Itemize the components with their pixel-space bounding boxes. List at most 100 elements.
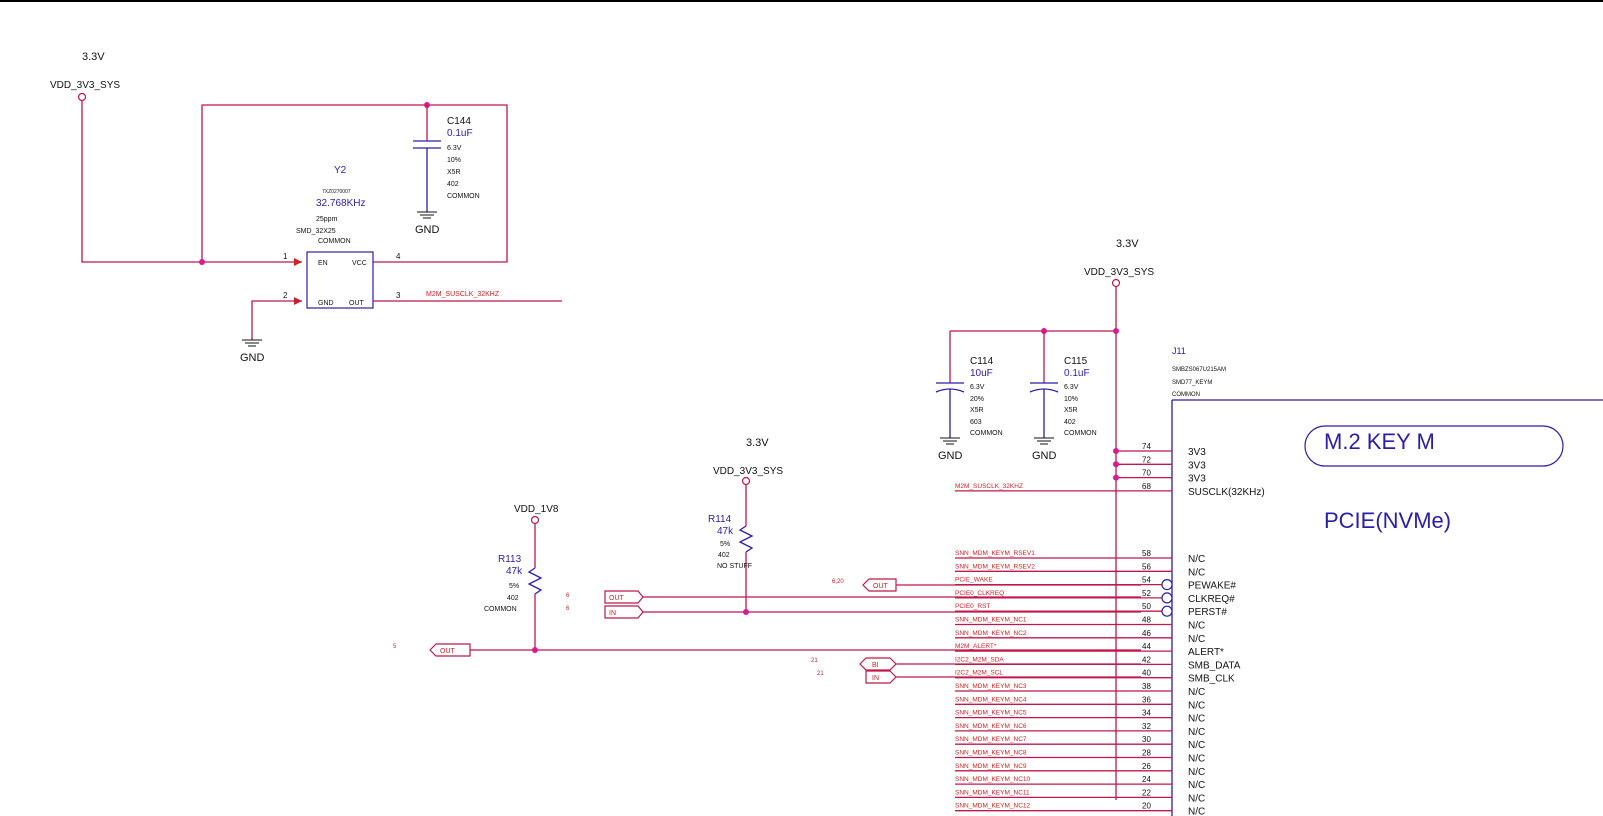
offpage-direction: IN bbox=[872, 675, 879, 682]
component-ref: C115 bbox=[1064, 356, 1088, 367]
component-tolerance: 10% bbox=[447, 157, 461, 164]
pin-name: 3V3 bbox=[1188, 447, 1206, 458]
component-value: 0.1uF bbox=[447, 128, 473, 139]
crystal-y2: Y2 7XZ0270007 32.768KHz 25ppm SMD_32X25 … bbox=[283, 165, 401, 309]
pin-number: 46 bbox=[1142, 629, 1151, 638]
pin-name: PERST# bbox=[1188, 607, 1227, 618]
inversion-bubble bbox=[1161, 605, 1173, 617]
offpage-wake: OUT 6,20 bbox=[832, 578, 897, 592]
ground-symbol: GND bbox=[240, 339, 265, 364]
component-ref: C114 bbox=[970, 356, 994, 367]
pin-name: CLKREQ# bbox=[1188, 594, 1235, 605]
component-note: COMMON bbox=[970, 430, 1003, 437]
ground-symbol: GND bbox=[938, 437, 963, 462]
offpage-direction: OUT bbox=[873, 583, 889, 590]
offpage-direction: OUT bbox=[609, 595, 625, 602]
ground-label: GND bbox=[938, 450, 963, 462]
connector-j11: J11 SMBZS067U215AM SMD77_KEYM COMMON M.2… bbox=[1171, 346, 1603, 816]
component-tolerance: 10% bbox=[1064, 396, 1078, 403]
pin-arrow bbox=[294, 258, 302, 266]
ground-label: GND bbox=[240, 352, 265, 364]
pin-name: N/C bbox=[1188, 700, 1205, 711]
pin-name: N/C bbox=[1188, 780, 1205, 791]
component-tolerance: 25ppm bbox=[316, 216, 338, 223]
ground-label: GND bbox=[1032, 450, 1057, 462]
pin-name: SUSCLK(32KHz) bbox=[1188, 487, 1265, 498]
wire-vcc-loop bbox=[201, 104, 508, 263]
offpage-in-b: IN 21 bbox=[817, 670, 897, 684]
net-label: SNN_MDM_KEYM_NC4 bbox=[955, 696, 1027, 703]
junction bbox=[199, 259, 205, 265]
pin-number: 4 bbox=[396, 252, 401, 261]
offpage-sheet-ref: 6 bbox=[566, 593, 570, 599]
capacitor-c114: C114 10uF 6.3V 20% X5R 603 COMMON GND bbox=[935, 331, 1003, 462]
pin-number: 74 bbox=[1142, 442, 1151, 451]
component-voltage: 6.3V bbox=[447, 145, 462, 152]
component-dielectric: X5R bbox=[447, 169, 461, 176]
net-label: I2C2_M2M_SCL bbox=[955, 670, 1003, 677]
pin-number: 54 bbox=[1142, 576, 1151, 585]
component-voltage: 6.3V bbox=[970, 384, 985, 391]
rail-net-label: VDD_3V3_SYS bbox=[50, 80, 120, 91]
resistor-zigzag bbox=[527, 567, 543, 595]
pin-number: 38 bbox=[1142, 682, 1151, 691]
pin-number: 56 bbox=[1142, 562, 1151, 571]
junction bbox=[1113, 474, 1119, 481]
pin-name: N/C bbox=[1188, 554, 1205, 565]
net-label: SNN_MDM_KEYM_NC3 bbox=[955, 683, 1027, 690]
inversion-bubble bbox=[1161, 592, 1173, 604]
component-package: 402 bbox=[1064, 419, 1076, 426]
pin-name: ALERT* bbox=[1188, 647, 1224, 658]
component-package: SMD77_KEYM bbox=[1172, 380, 1212, 386]
pin-number: 22 bbox=[1142, 788, 1151, 797]
pin-name: EN bbox=[318, 260, 328, 267]
rail-voltage-label: 3.3V bbox=[1116, 238, 1139, 250]
component-package: 402 bbox=[718, 552, 730, 559]
net-label: M2M_SUSCLK_32KHZ bbox=[426, 291, 500, 298]
capacitor-c115: C115 0.1uF 6.3V 10% X5R 402 COMMON GND bbox=[1029, 331, 1097, 462]
pin-number: 36 bbox=[1142, 695, 1151, 704]
resistor-r114: 3.3V VDD_3V3_SYS R114 47k 5% 402 NO STUF… bbox=[708, 437, 783, 612]
pin-name: N/C bbox=[1188, 740, 1205, 751]
pin-number: 30 bbox=[1142, 735, 1151, 744]
pin-number: 44 bbox=[1142, 642, 1151, 651]
pin-name: N/C bbox=[1188, 621, 1205, 632]
ground-symbol: GND bbox=[415, 211, 440, 236]
connector-pin-row: SNN_MDM_KEYM_RSEV2 56N/C bbox=[955, 562, 1205, 578]
capacitor-c144: C144 0.1uF 6.3V 10% X5R 402 COMMON GND bbox=[413, 105, 480, 236]
offpage-sheet-ref: 5 bbox=[393, 644, 397, 650]
offpage-sheet-ref: 21 bbox=[811, 658, 818, 664]
pin-number: 26 bbox=[1142, 762, 1151, 771]
component-part-number: SMBZS067U215AM bbox=[1172, 367, 1226, 373]
pin-name: GND bbox=[318, 300, 334, 307]
pin-name: 3V3 bbox=[1188, 460, 1206, 471]
resistor-r113: VDD_1V8 R113 47k 5% 402 COMMON bbox=[484, 504, 559, 650]
junction bbox=[1113, 461, 1119, 468]
pin-name: N/C bbox=[1188, 567, 1205, 578]
net-label: M2M_SUSCLK_32KHZ bbox=[955, 483, 1023, 490]
net-label: SNN_MDM_KEYM_NC2 bbox=[955, 630, 1027, 637]
net-label: SNN_MDM_KEYM_NC5 bbox=[955, 710, 1027, 717]
pin-name: N/C bbox=[1188, 714, 1205, 725]
net-label: SNN_MDM_KEYM_RSEV1 bbox=[955, 550, 1035, 557]
connector-subtitle: PCIE(NVMe) bbox=[1324, 508, 1451, 533]
rail-net-label: VDD_1V8 bbox=[514, 504, 559, 515]
component-note: NO STUFF bbox=[717, 563, 752, 570]
connector-pin-row: SNN_MDM_KEYM_NC4 36N/C bbox=[955, 695, 1205, 711]
ground-symbol: GND bbox=[1032, 437, 1057, 462]
power-port bbox=[1111, 278, 1121, 288]
component-value: 47k bbox=[717, 526, 734, 537]
component-package: SMD_32X25 bbox=[296, 228, 336, 235]
net-label: SNN_MDM_KEYM_RSEV2 bbox=[955, 563, 1035, 570]
